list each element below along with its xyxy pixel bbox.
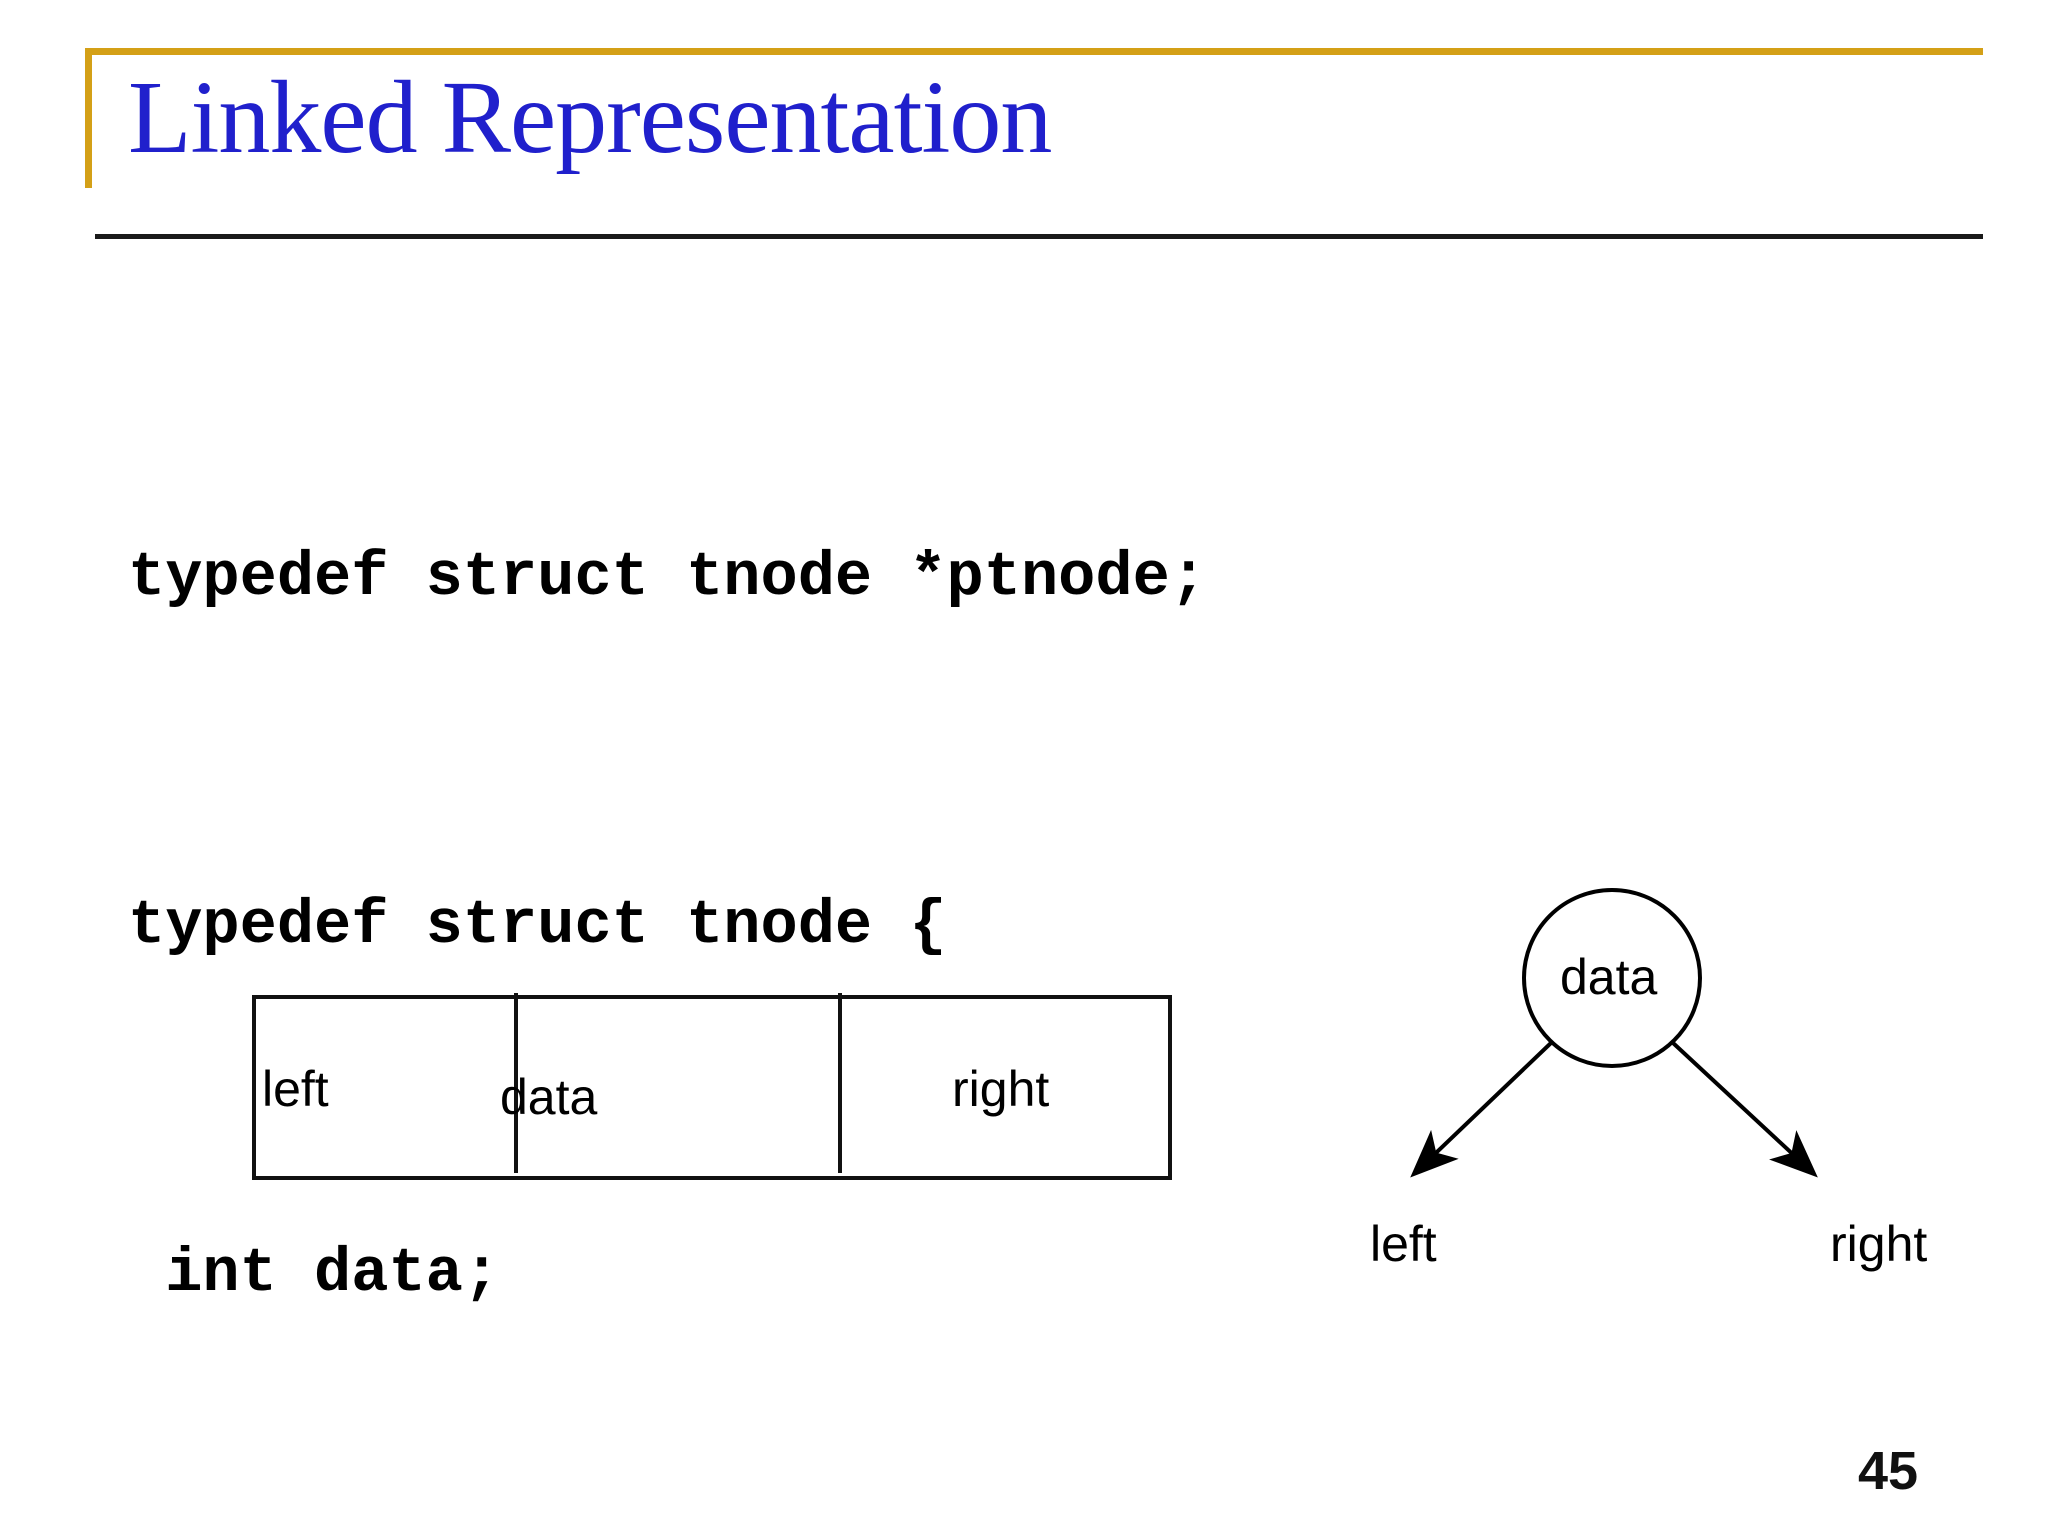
tree-edge-right-arrow [1670,1040,1818,1178]
tree-child-label-left: left [1370,1216,1437,1272]
code-block: typedef struct tnode *ptnode; typedef st… [128,288,1207,1536]
box-divider-left-data [514,993,518,1173]
code-line-1: typedef struct tnode *ptnode; [128,542,1207,613]
struct-layout-box [252,993,1172,1180]
gold-top-rule [85,48,1983,55]
tree-child-label-right: right [1830,1216,1928,1272]
tree-node-diagram [1410,888,1818,1178]
code-line-2: typedef struct tnode { [128,890,947,961]
code-line-3: int data; [128,1238,501,1309]
box-field-label-data: data [500,1069,598,1125]
title-underline-rule [95,234,1983,239]
tree-node-label: data [1560,949,1658,1005]
box-field-label-right: right [952,1061,1050,1117]
page-number: 45 [1858,1441,1919,1501]
box-divider-data-right [838,993,842,1173]
gold-left-rule [85,48,92,188]
tree-node-circle [1522,888,1702,1068]
page-title: Linked Representation [128,60,1052,175]
tree-edge-left-arrow [1410,1040,1554,1178]
box-field-label-left: left [262,1061,329,1117]
